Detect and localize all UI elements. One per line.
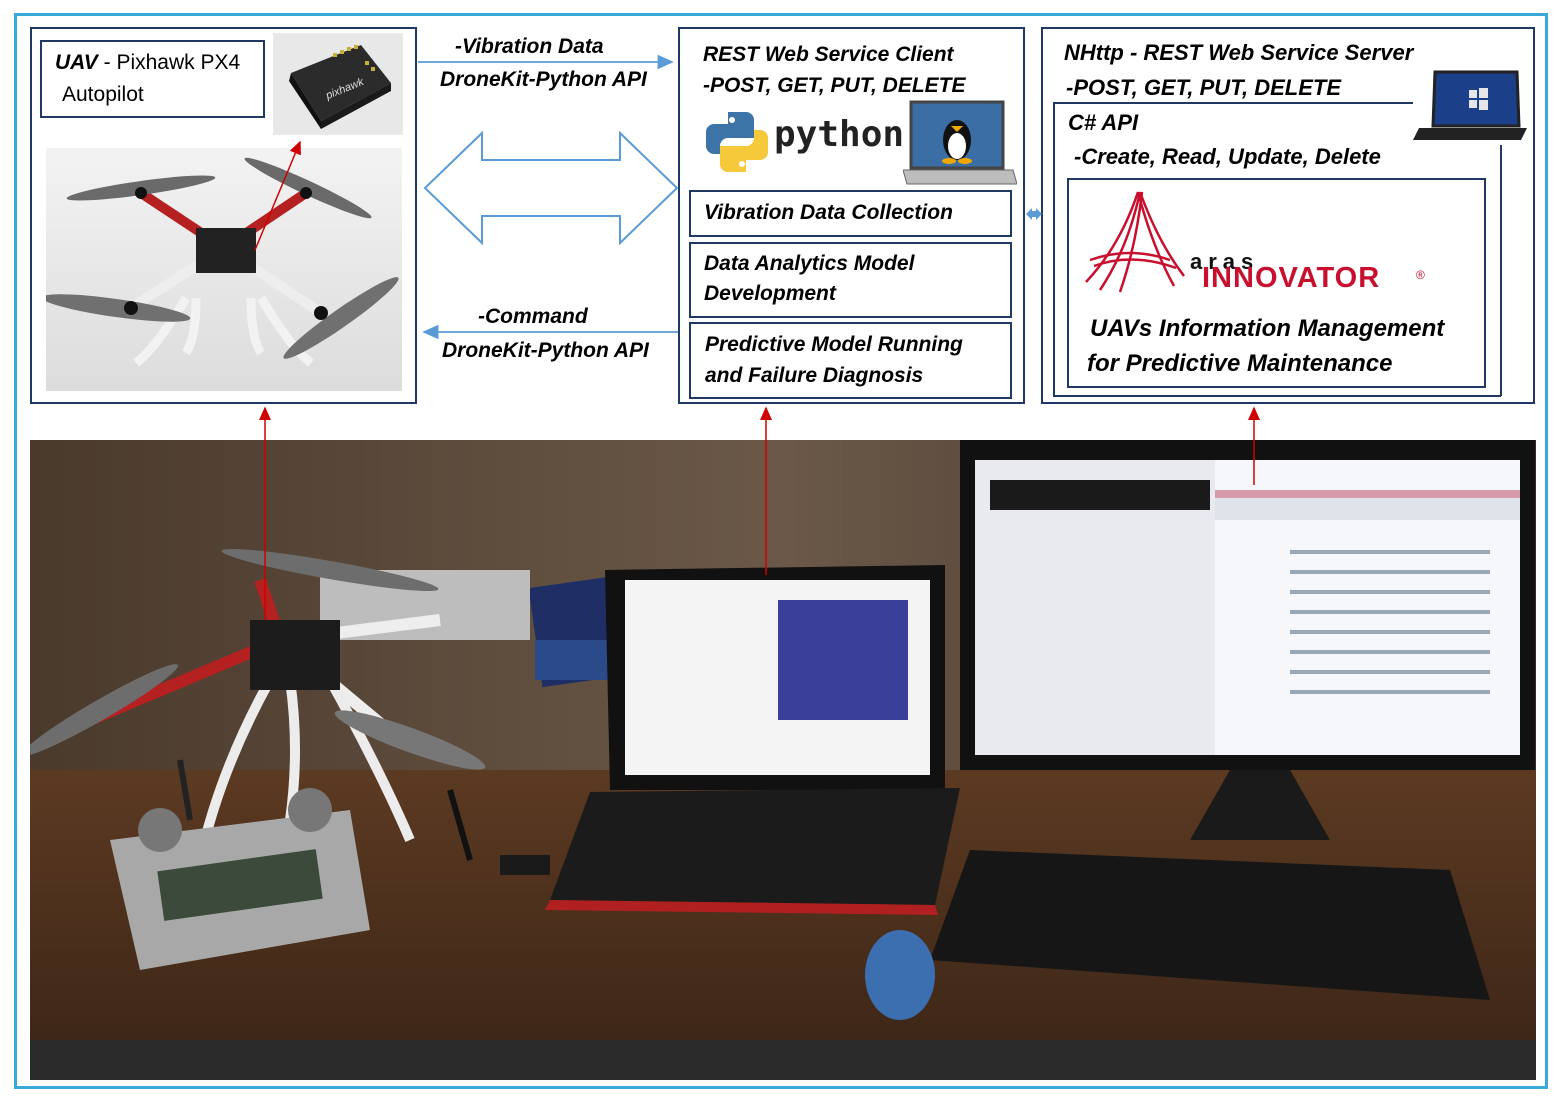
windows-laptop-icon: [1413, 70, 1528, 142]
aras-innovator-text: INNOVATOR: [1202, 262, 1381, 294]
server-methods: -POST, GET, PUT, DELETE: [1066, 75, 1342, 100]
module-predictive-model: [689, 322, 1012, 399]
uav-label-line2: Autopilot: [62, 83, 144, 106]
server-info-line1: UAVs Information Management: [1090, 315, 1445, 342]
vibration-label-line2: DroneKit-Python API: [440, 68, 647, 91]
server-inner-line: [1053, 102, 1413, 104]
client-title: REST Web Service Client: [703, 43, 954, 66]
uav-label-box: [40, 40, 265, 118]
server-title: NHttp - REST Web Service Server: [1064, 40, 1414, 65]
command-label-line1: -Command: [478, 305, 588, 328]
module-3-line1: Predictive Model Running: [705, 333, 963, 356]
uav-label: UAV - Pixhawk PX4: [55, 48, 240, 78]
server-inner-left: [1053, 102, 1055, 396]
module-2-line1: Data Analytics Model: [704, 252, 915, 275]
server-crud: -Create, Read, Update, Delete: [1074, 144, 1381, 169]
module-vibration-collection: [689, 190, 1012, 237]
server-inner-right: [1500, 145, 1502, 396]
python-wordmark: python: [774, 114, 905, 155]
uav-label-bold: UAV: [55, 51, 98, 74]
aras-logo: [1080, 186, 1428, 298]
pixhawk-image: pixhawk: [273, 33, 403, 135]
outer-frame: [14, 13, 1548, 1089]
module-1-line1: Vibration Data Collection: [704, 201, 953, 224]
lab-setup-photo: [30, 440, 1536, 1080]
drone-photo: [46, 148, 402, 391]
module-data-analytics: [689, 242, 1012, 318]
python-logo: [702, 98, 902, 186]
client-methods: -POST, GET, PUT, DELETE: [703, 74, 966, 97]
server-inner-bottom: [1053, 395, 1501, 397]
telemetry-label-line2: USB Cable: [500, 191, 604, 214]
vibration-label-line1: -Vibration Data: [455, 35, 604, 58]
aras-reg-mark: ®: [1416, 268, 1425, 282]
uav-label-rest: - Pixhawk PX4: [97, 51, 241, 74]
module-2-line2: Development: [704, 282, 836, 305]
linux-laptop-icon: [903, 98, 1017, 190]
server-api: C# API: [1068, 110, 1139, 135]
server-info-line2: for Predictive Maintenance: [1087, 350, 1393, 377]
telemetry-label-line1: Telemetry Radio: [470, 161, 622, 184]
command-label-line2: DroneKit-Python API: [442, 339, 649, 362]
aras-small-text: aras: [1190, 249, 1260, 274]
module-3-line2: and Failure Diagnosis: [705, 364, 924, 387]
